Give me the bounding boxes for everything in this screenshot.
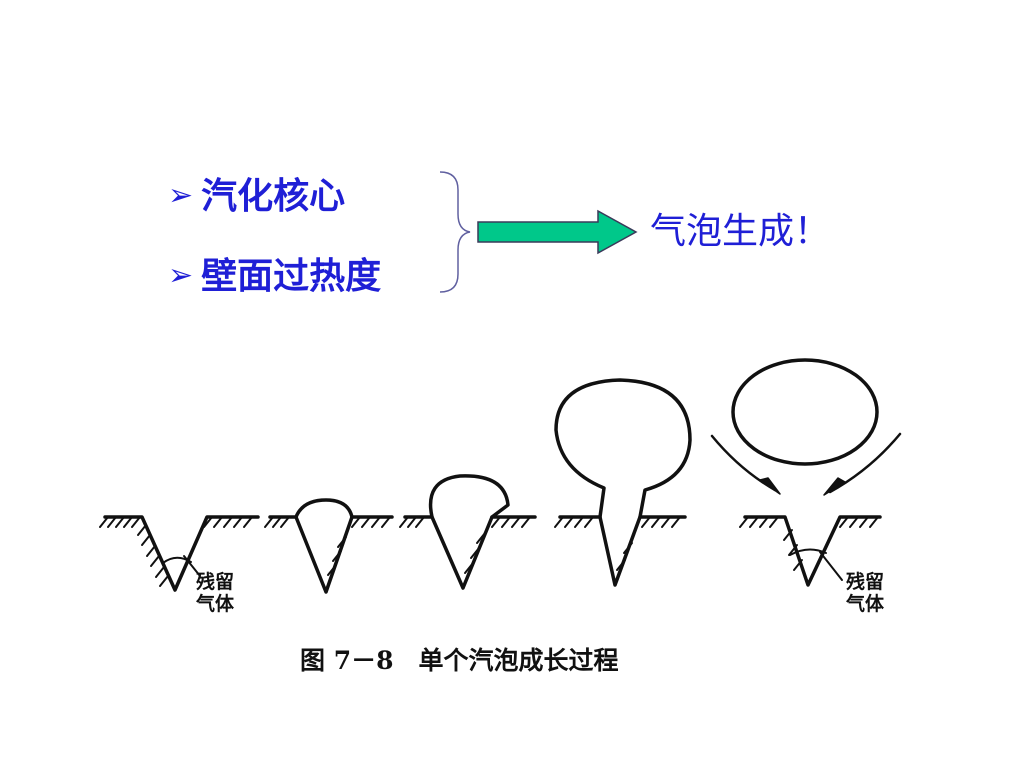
bullet-text: 壁面过热度: [201, 255, 382, 297]
arrow-bullet-icon: ➢: [168, 258, 194, 293]
figure-caption: 图 7－8 单个汽泡成长过程: [300, 646, 619, 675]
stage-3-growing-bubble: [399, 474, 537, 590]
bubble-formation-text: 气泡生成！: [650, 211, 831, 252]
bullet-wall-superheat: ➢ 壁面过热度: [168, 258, 381, 294]
arrow-bullet-icon: ➢: [168, 178, 194, 213]
bullet-text: 汽化核心: [201, 175, 346, 217]
stage-4-large-bubble: [554, 378, 692, 587]
result-arrow: [477, 209, 638, 255]
residual-gas-label-right: 残留 气体: [846, 571, 885, 615]
bubble-growth-figure: [99, 358, 902, 594]
stage-1-cavity: [99, 515, 260, 592]
curly-brace: [439, 171, 471, 293]
bullet-nucleation-site: ➢ 汽化核心: [168, 178, 345, 214]
stage-2-small-bubble: [264, 498, 394, 594]
residual-gas-label-left: 残留 气体: [196, 571, 235, 615]
stage-5-detached-bubble: [710, 358, 902, 587]
